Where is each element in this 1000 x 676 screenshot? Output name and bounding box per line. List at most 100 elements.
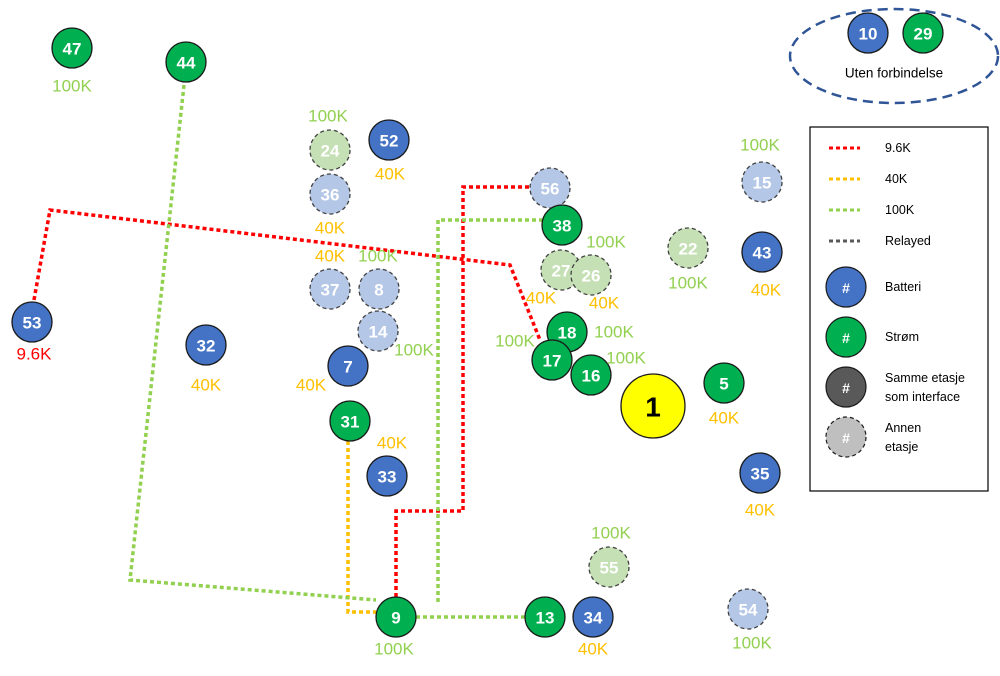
node-speed-label: 100K: [591, 524, 631, 543]
node-label: 53: [23, 314, 42, 333]
legend-node-swatch: [825, 316, 867, 358]
node-circle: [309, 268, 351, 310]
node-53[interactable]: 539.6K: [11, 301, 53, 364]
node-speed-label: 100K: [594, 323, 634, 342]
node-label: 36: [321, 186, 340, 205]
node-speed-label: 100K: [52, 77, 92, 96]
node-label: 16: [582, 367, 601, 386]
link-53-17: [32, 208, 542, 341]
node-circle: [739, 452, 781, 494]
node-label: 27: [552, 262, 571, 281]
node-label: 34: [584, 609, 603, 628]
node-label: 37: [321, 281, 340, 300]
node-29[interactable]: 29: [902, 12, 944, 54]
legend-node-label: Annen: [885, 421, 921, 435]
link-31-9: [346, 441, 376, 614]
node-35[interactable]: 35 40K: [739, 452, 781, 520]
legend-node-label-line2: etasje: [885, 440, 918, 454]
unconnected-group: Uten forbindelse: [788, 7, 1000, 105]
node-label: 43: [753, 244, 772, 263]
node-speed-label: 40K: [526, 289, 557, 308]
node-circle: [741, 161, 783, 203]
node-speed-label: 100K: [732, 634, 772, 653]
legend-node-label-line2: som interface: [885, 390, 960, 404]
node-32[interactable]: 32 40K: [185, 324, 227, 395]
node-label: 44: [177, 54, 196, 73]
node-label: 9: [391, 609, 400, 628]
legend-node-label: Batteri: [885, 280, 921, 294]
node-circle: [620, 373, 686, 439]
node-speed-label: 40K: [745, 501, 776, 520]
node-circle: [375, 596, 417, 638]
node-5[interactable]: 5 40K: [703, 362, 745, 428]
node-speed-label: 100K: [374, 640, 414, 659]
legend-node-symbol: #: [842, 280, 850, 296]
node-circle: [529, 167, 571, 209]
node-speed-label: 40K: [296, 376, 327, 395]
node-56[interactable]: 56: [529, 167, 571, 209]
node-speed-label: 40K: [578, 640, 609, 659]
legend-line-label: 9.6K: [885, 141, 911, 155]
node-label: 54: [739, 601, 758, 620]
legend-line-label: 100K: [885, 203, 915, 217]
node-speed-label: 100K: [394, 341, 434, 360]
node-36[interactable]: 36 40K: [309, 173, 351, 238]
node-circle: [357, 310, 399, 352]
node-circle: [524, 596, 566, 638]
node-circle: [11, 301, 53, 343]
node-speed-label: 40K: [315, 219, 346, 238]
node-label: 24: [321, 142, 340, 161]
node-label: 31: [341, 413, 360, 432]
legend-node-label: Strøm: [885, 330, 919, 344]
node-circle: [531, 339, 573, 381]
node-label: 32: [197, 337, 216, 356]
node-44[interactable]: 44: [165, 41, 207, 83]
legend-node-swatch: [825, 366, 867, 408]
node-circle: [541, 204, 583, 246]
node-10[interactable]: 10: [847, 12, 889, 54]
node-label: 56: [541, 180, 560, 199]
node-circle: [327, 345, 369, 387]
node-34[interactable]: 34 40K: [572, 596, 614, 659]
node-label: 18: [558, 324, 577, 343]
node-circle: [572, 596, 614, 638]
legend-node-symbol: #: [842, 330, 850, 346]
legend-node-symbol: #: [842, 430, 850, 446]
node-speed-label: 40K: [191, 376, 222, 395]
node-1[interactable]: 1: [620, 373, 686, 439]
node-circle: [309, 129, 351, 171]
node-label: 10: [859, 25, 878, 44]
node-circle: [368, 119, 410, 161]
node-33[interactable]: 33: [366, 455, 408, 497]
node-label: 35: [751, 465, 770, 484]
node-label: 29: [914, 25, 933, 44]
node-54[interactable]: 54 100K: [727, 588, 773, 653]
node-circle: [588, 546, 630, 588]
node-circle: [847, 12, 889, 54]
node-9[interactable]: 9 100K: [374, 596, 417, 659]
node-label: 5: [719, 375, 728, 394]
node-label: 26: [582, 267, 601, 286]
node-speed-label: 100K: [495, 332, 535, 351]
node-13[interactable]: 13: [524, 596, 566, 638]
node-speed-label: 40K: [589, 294, 620, 313]
node-speed-label: 40K: [709, 409, 740, 428]
